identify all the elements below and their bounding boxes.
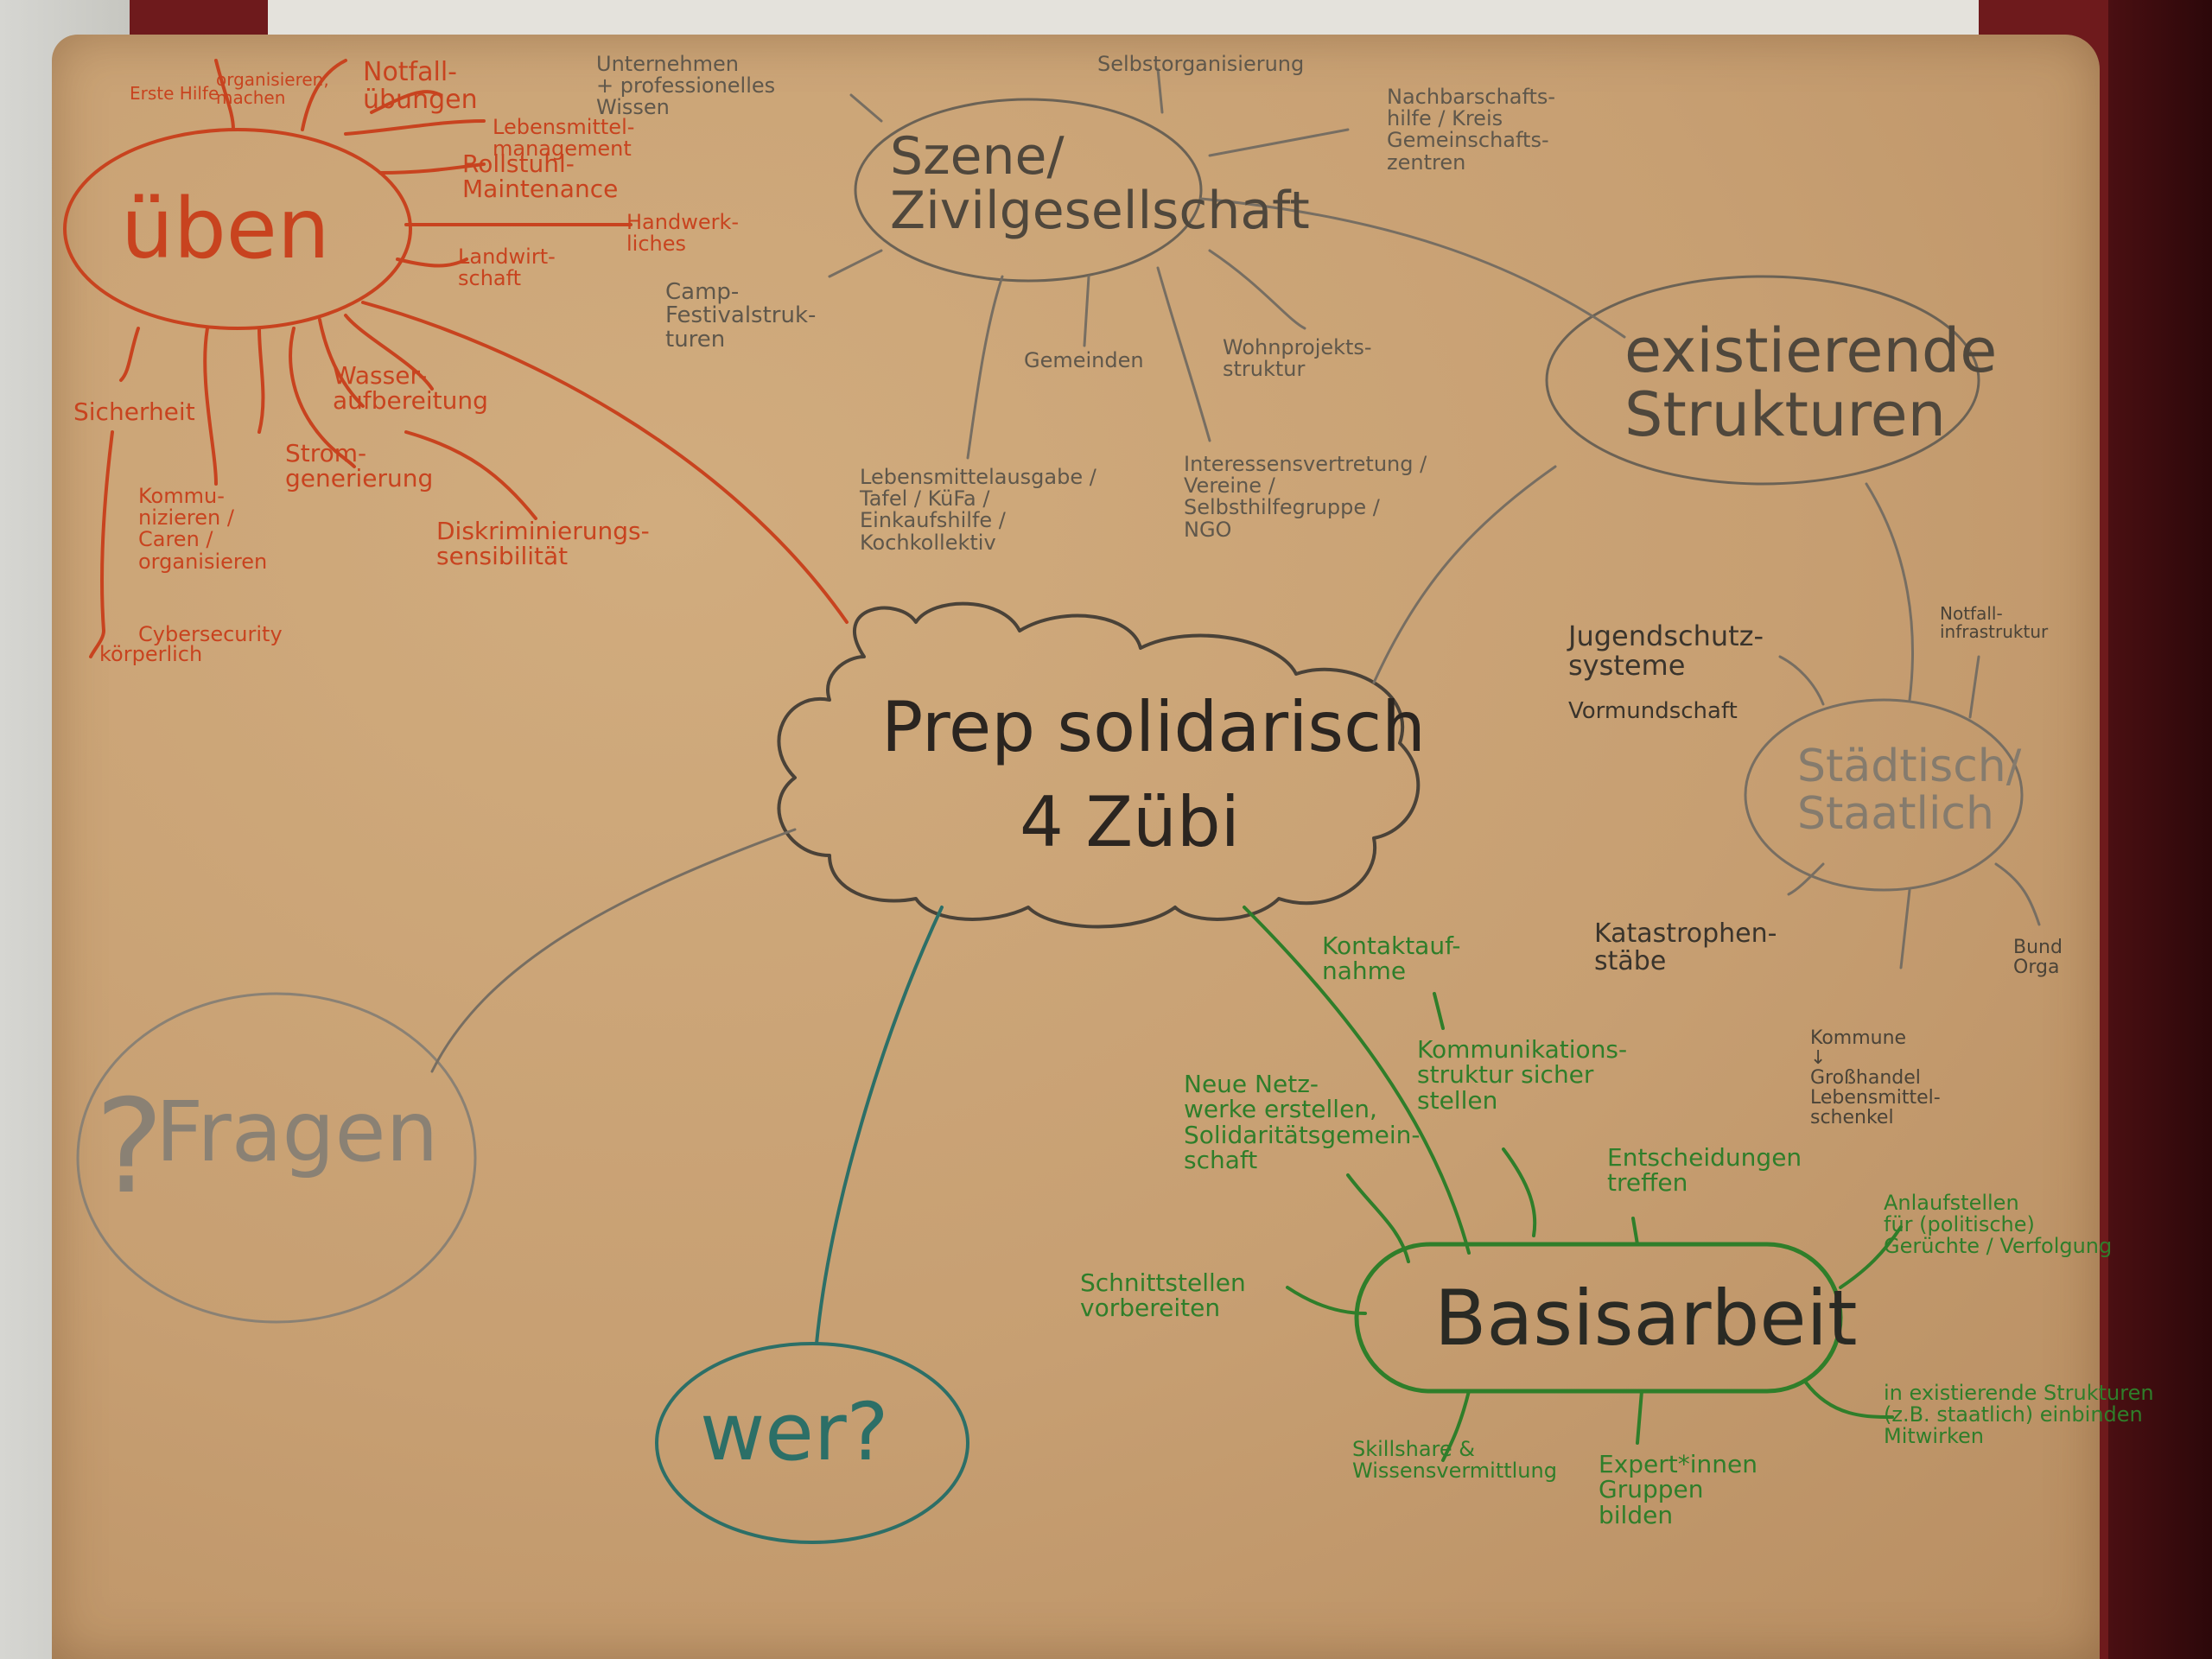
szene-item-interessen: Interessensvertretung / Vereine / Selbst… bbox=[1184, 452, 1427, 542]
basisarbeit-outline bbox=[1354, 1242, 1843, 1394]
uben-item-diskriminierung: Diskriminierungs- sensibilität bbox=[436, 517, 650, 571]
center-title-line1: Prep solidarisch bbox=[881, 687, 1426, 767]
uben-item-erstehilfe: Erste Hilfe bbox=[130, 83, 219, 104]
staedtisch-outline bbox=[1744, 698, 2024, 892]
szene-item-wohnprojekt: Wohnprojekts- struktur bbox=[1223, 335, 1372, 382]
uben-item-wasser: Wasser- aufbereitung bbox=[333, 361, 488, 416]
uben-item-notfall: Notfall- übungen bbox=[363, 57, 478, 115]
fragen-outline bbox=[76, 992, 477, 1324]
existierende-hub-label: existierende Strukturen bbox=[1624, 315, 1998, 450]
uben-item-koerperlich: körperlich bbox=[99, 642, 203, 666]
basis-item-expertinnen: Expert*innen Gruppen bilden bbox=[1599, 1450, 1758, 1529]
staat-item-katastrophen: Katastrophen- stäbe bbox=[1594, 918, 1777, 976]
staat-item-bund: Bund Orga bbox=[2013, 937, 2063, 979]
fragen-hub-label: Fragen bbox=[156, 1084, 439, 1180]
uben-item-organisieren: organisieren, machen bbox=[216, 69, 329, 108]
basis-item-skillshare: Skillshare & Wissensvermittlung bbox=[1352, 1437, 1557, 1484]
szene-item-camp: Camp- Festivalstruk- turen bbox=[665, 279, 817, 353]
szene-item-selbstorg: Selbstorganisierung bbox=[1097, 52, 1305, 76]
basis-item-kontakt: Kontaktauf- nahme bbox=[1322, 931, 1461, 986]
basis-item-netzwerke: Neue Netz- werke erstellen, Solidaritäts… bbox=[1184, 1070, 1421, 1175]
staat-item-vormundschaft: Vormundschaft bbox=[1568, 698, 1738, 724]
szene-item-unternehmen: Unternehmen + professionelles Wissen bbox=[596, 52, 776, 120]
uben-item-strom: Strom- generierung bbox=[285, 439, 434, 493]
staat-item-notfallinfra: Notfall- infrastruktur bbox=[1940, 603, 2049, 642]
wer-outline bbox=[655, 1342, 969, 1544]
uben-item-handwerk: Handwerk- liches bbox=[626, 210, 740, 257]
staat-item-jugendschutz: Jugendschutz- systeme bbox=[1568, 620, 1764, 682]
uben-item-lebensmittel: Lebensmittel- management bbox=[493, 115, 635, 162]
szene-item-lebensmittel: Lebensmittelausgabe / Tafel / KüFa / Ein… bbox=[860, 465, 1096, 555]
basis-item-anlaufstellen: Anlaufstellen für (politische) Gerüchte … bbox=[1884, 1191, 2113, 1259]
szene-item-nachbarschaft: Nachbarschafts- hilfe / Kreis Gemeinscha… bbox=[1387, 85, 1556, 175]
uben-hub-label: üben bbox=[121, 181, 330, 277]
wall-right bbox=[2108, 0, 2212, 1659]
szene-hub-label: Szene/ Zivilgesellschaft bbox=[890, 126, 1310, 241]
brown-paper-sheet bbox=[52, 35, 2100, 1659]
basisarbeit-hub-label: Basisarbeit bbox=[1434, 1274, 1858, 1363]
fragen-mark: ? bbox=[95, 1072, 164, 1223]
staat-item-kommune: Kommune ↓ Großhandel Lebensmittel- schen… bbox=[1810, 1027, 1941, 1129]
wer-hub-label: wer? bbox=[700, 1386, 889, 1478]
existierende-outline bbox=[1545, 275, 1980, 486]
uben-item-sicherheit: Sicherheit bbox=[73, 397, 195, 426]
basis-item-existierende: in existierende Strukturen (z.B. staatli… bbox=[1884, 1381, 2154, 1449]
szene-outline bbox=[854, 98, 1203, 283]
uben-item-landwirt: Landwirt- schaft bbox=[458, 245, 556, 291]
basis-item-kommunikation: Kommunikations- struktur sicher stellen bbox=[1417, 1035, 1628, 1115]
staedtisch-hub-label: Städtisch/ Staatlich bbox=[1797, 741, 2022, 840]
basis-item-entscheidungen: Entscheidungen treffen bbox=[1607, 1143, 1802, 1198]
szene-item-gemeinden: Gemeinden bbox=[1024, 348, 1144, 372]
uben-item-cyber: Cybersecurity bbox=[138, 622, 283, 646]
center-cloud-outline bbox=[777, 601, 1421, 929]
uben-item-kommunizieren: Kommu- nizieren / Caren / organisieren bbox=[138, 484, 268, 574]
uben-item-rollstuhl: Rollstuhl- Maintenance bbox=[462, 149, 619, 204]
center-title-line2: 4 Zübi bbox=[1020, 782, 1240, 862]
uben-outline bbox=[63, 128, 412, 330]
basis-item-schnittstellen: Schnittstellen vorbereiten bbox=[1080, 1268, 1246, 1323]
